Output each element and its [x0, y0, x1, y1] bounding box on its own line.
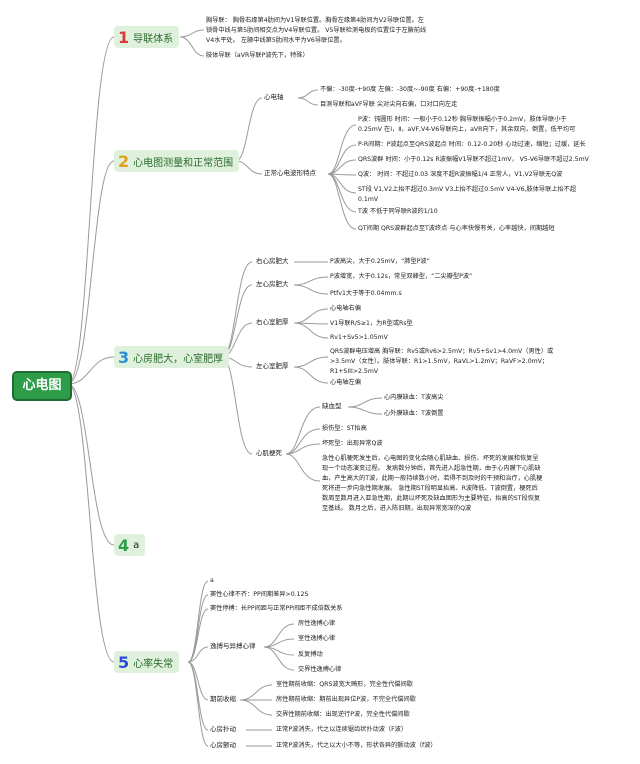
- b2-normal-item-4: QRS波群 时间：小于0.12s R波振幅V1导联不超过1mV， V5-V6导联…: [358, 156, 589, 163]
- b2-axis-label[interactable]: 心电轴: [264, 93, 284, 101]
- b3-lv-item-2: >3.5mV（女性）。肢体导联：R1>1.5mV，RaVL>1.2mV；RaVF…: [330, 358, 549, 365]
- b3-rv-item-2: V1导联R/S≥1，为R型或Rs型: [330, 320, 413, 327]
- b3-rv-item-3: Rv1+Sv5>1.05mV: [330, 334, 388, 341]
- b5-fib-label[interactable]: 心房颤动: [210, 741, 236, 749]
- b5-premature-item-1: 室性期前收缩：QRS波宽大畸形，完全性代偿间歇: [276, 681, 413, 688]
- b5-escape-item-4: 交界性逸搏心律: [298, 666, 342, 673]
- branch-5-number: 5: [118, 652, 130, 672]
- b2-normal-item-2: 0.25mV 在Ⅰ，Ⅱ，aVF,V4-V6导联向上，aVR向下，其余双向，倒置，…: [358, 126, 576, 133]
- b3-la-item-1: P波增宽，大于0.12s，常呈双峰型，“二尖瓣型P波”: [330, 273, 473, 280]
- b3-lv-item-4: 心电轴左偏: [330, 379, 361, 386]
- b3-rv-item-1: 心电轴右偏: [330, 305, 361, 312]
- branch-2-number: 2: [118, 151, 130, 171]
- branch-5[interactable]: 5 心率失常: [114, 651, 180, 673]
- branch-2[interactable]: 2 心电图测量和正常范围: [114, 150, 240, 172]
- b5-item-1: 窦性心律不齐：PP间期差异>0.12S: [210, 591, 309, 598]
- b3-ra-item-1: P波高尖，大于0.25mV，“肺型P波”: [330, 258, 430, 265]
- root-node[interactable]: 心电图: [12, 371, 72, 401]
- b1-note-4: 肢体导联（aVR导联P波先下，特殊）: [206, 52, 309, 59]
- b3-lv-label[interactable]: 左心室肥厚: [256, 362, 289, 370]
- b1-note-3: V4水平处。 左腋中线第5肋间水平为V6导联位置。: [206, 37, 346, 44]
- b3-ischemia-item-2: 心外膜缺血：T波倒置: [384, 410, 444, 417]
- branch-4-number: 4: [118, 535, 130, 555]
- b5-escape-item-2: 室性逸搏心律: [298, 635, 336, 642]
- b3-la-label[interactable]: 左心房肥大: [256, 280, 289, 288]
- b2-axis-item-2: 目测导联和aVF导联 尖对尖向右偏，口对口向左走: [320, 101, 458, 108]
- branch-3[interactable]: 3 心房肥大，心室肥厚: [114, 346, 230, 368]
- b2-normal-item-5: Q波： 时间：不超过0.03 深度不超R波振幅1/4 正常人，V1,V2导联无Q…: [358, 171, 563, 178]
- b5-premature-item-3: 交界性期前收缩：出现逆行P波，完全性代偿间歇: [276, 711, 410, 718]
- b2-normal-item-8: T波 不低于同导联R波的1/10: [358, 208, 438, 215]
- b5-flutter-label[interactable]: 心房扑动: [210, 725, 236, 733]
- b3-mi-item-2: 坏死型：出现异常Q波: [322, 440, 383, 447]
- b3-lv-item-1: QRS波群电压增高 胸导联：Rv5或Rv6>2.5mV；Rv5+Sv1>4.0m…: [330, 348, 554, 355]
- b5-premature-label[interactable]: 期前收缩: [210, 695, 236, 703]
- b5-escape-label[interactable]: 逸搏与异搏心律: [210, 642, 256, 650]
- b1-note-1: 胸导联： 胸骨右缘第4肋间为V1导联位置。胸骨左缘第4肋间为V2导联位置。左: [206, 17, 424, 24]
- b2-normal-item-3: P-R间期：P波起点至QRS波起点 时间：0.12-0.20秒 心动过速，缩短；…: [358, 141, 586, 148]
- b5-escape-item-3: 反复搏动: [298, 651, 323, 658]
- b2-normal-item-6: ST段 V1,V2上抬不超过0.3mV V3上抬不超过0.5mV V4-V6,肢…: [358, 186, 577, 193]
- b5-a: a: [210, 577, 214, 584]
- branch-1-label: 导联体系: [133, 33, 174, 45]
- b3-lv-item-3: R1+SIII>2.5mV: [330, 368, 379, 375]
- b3-mi-para-5: 数周至数月进入亚急性期，此期以坏死及缺血图形为主要特征，抬高的ST段恢复: [322, 495, 541, 502]
- b5-flutter-text: 正常P波消失，代之以连续锯齿状扑动波（F波）: [276, 726, 408, 733]
- b2-normal-label[interactable]: 正常心电波形特点: [264, 169, 316, 177]
- b3-ra-label[interactable]: 右心房肥大: [256, 257, 289, 265]
- b3-la-item-2: Ptfv1大于等于0.04mm.s: [330, 290, 402, 297]
- b2-normal-item-7: 0.1mV: [358, 196, 379, 203]
- b3-mi-item-1: 损伤型：ST抬高: [322, 425, 367, 432]
- b3-mi-para-6: 至基线。 数月之后，进入陈旧期，出现异常宽深的Q波: [322, 505, 472, 512]
- branch-4[interactable]: 4 a: [114, 534, 146, 556]
- branch-2-label: 心电图测量和正常范围: [133, 157, 234, 169]
- b2-axis-item-1: 不偏：-30度-+90度 左偏：-30度~-90度 右偏：+90度-+180度: [320, 86, 500, 93]
- branch-1[interactable]: 1 导联体系: [114, 26, 180, 48]
- b2-normal-item-1: P波：钝圆形 时间：一般小于0.12秒 胸导联振幅小于0.2mV，肢体导联小于: [358, 116, 567, 123]
- b5-escape-item-1: 房性逸搏心律: [298, 620, 336, 627]
- branch-1-number: 1: [118, 27, 130, 47]
- b3-rv-label[interactable]: 右心室肥厚: [256, 318, 289, 326]
- branch-5-label: 心率失常: [133, 658, 174, 670]
- branch-3-label: 心房肥大，心室肥厚: [133, 353, 224, 365]
- b5-fib-text: 正常P波消失，代之以大小不等，形状各异的颤动波（f波）: [276, 742, 437, 749]
- b1-note-2: 锁骨中线与第5肋间相交点为V4导联位置。 V5导联检测电极的位置位于左腋前线: [206, 27, 427, 34]
- b3-ischemia-item-1: 心内膜缺血：T波高尖: [384, 394, 444, 401]
- branch-4-label: a: [133, 539, 140, 551]
- b2-normal-item-9: QT间期 QRS波群起点至T波终点 与心率快慢有关，心率越快，间期越短: [358, 225, 555, 232]
- branch-3-number: 3: [118, 347, 130, 367]
- b3-mi-para-4: 死将进一步向急性期发展。 急性期ST段明显抬高、R波降低、T波倒置，梗死后: [322, 485, 538, 492]
- b3-mi-label[interactable]: 心肌梗死: [256, 449, 282, 457]
- b3-mi-para-3: 血，产生高大的T波，此期一般持续数小时，若得不到及时的干预和治疗，心肌梗: [322, 475, 543, 482]
- b5-item-2: 窦性停搏：长PP间距与正常PP间距不成倍数关系: [210, 605, 343, 612]
- b3-mi-para-1: 急性心肌梗死发生后，心电图的变化会随心肌缺血、损伤、坏死的发展和恢复呈: [322, 455, 539, 462]
- b3-ischemia-label[interactable]: 缺血型: [322, 402, 342, 410]
- b3-mi-para-2: 现一个动态演变过程。 发病数分钟后，首先进入超急性期，由于心内膜下心肌缺: [322, 465, 541, 472]
- b5-premature-item-2: 房性期前收缩：期前出现异位P波，不完全代偿间歇: [276, 696, 416, 703]
